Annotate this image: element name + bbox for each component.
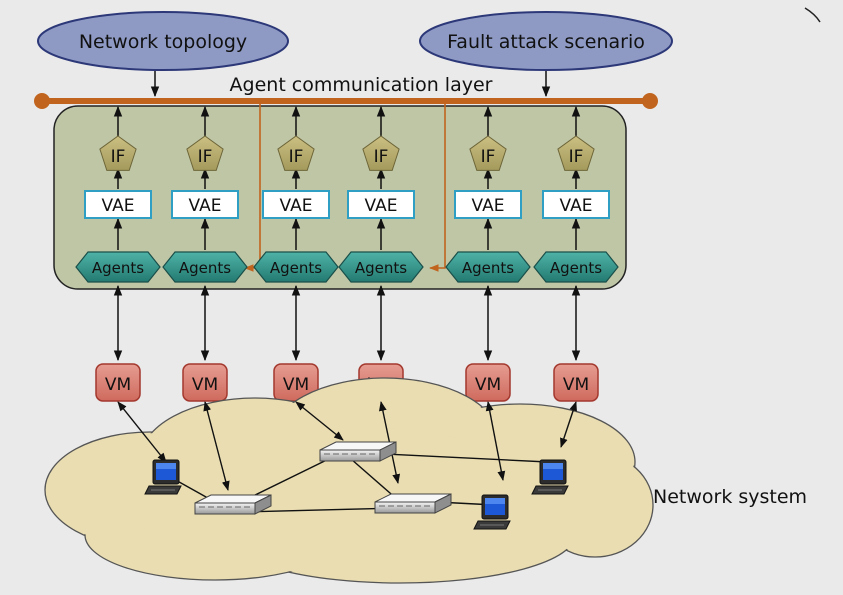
agents-label: Agents: [92, 259, 144, 277]
if-node-2: [186, 135, 224, 171]
fault-attack-scenario-label: Fault attack scenario: [447, 31, 645, 53]
vae-label: VAE: [560, 196, 593, 216]
vae-label: VAE: [365, 196, 398, 216]
computer: [531, 459, 569, 495]
if-label: IF: [569, 147, 584, 167]
vm-box-1: [95, 363, 141, 402]
agent-communication-bus: [34, 93, 658, 109]
vae-box-6: [542, 190, 610, 219]
vm-to-device-link: [117, 401, 167, 463]
network-switch: [319, 441, 397, 462]
network-topology-node: Network topology: [37, 11, 289, 71]
vm-box-6: [553, 363, 599, 402]
vm-label: VM: [192, 375, 218, 395]
agents-node-1: [75, 251, 161, 283]
agents-node-6: [533, 251, 619, 283]
if-node-3: [277, 135, 315, 171]
corner-mark: [804, 7, 821, 23]
network-system-label: Network system: [653, 486, 807, 508]
vm-to-device-link: [203, 401, 230, 491]
if-label: IF: [111, 147, 126, 167]
network-topology-label: Network topology: [79, 31, 247, 53]
bus-feedback-line-right: [429, 101, 446, 272]
agents-node-5: [445, 251, 531, 283]
if-label: IF: [481, 147, 496, 167]
vae-label: VAE: [102, 196, 135, 216]
vae-box-1: [84, 190, 152, 219]
agents-label: Agents: [550, 259, 602, 277]
if-node-1: [99, 135, 137, 171]
computer: [144, 459, 182, 495]
agents-label: Agents: [179, 259, 231, 277]
if-label: IF: [198, 147, 213, 167]
if-label: IF: [289, 147, 304, 167]
vae-label: VAE: [280, 196, 313, 216]
vm-label: VM: [563, 375, 589, 395]
if-node-4: [362, 135, 400, 171]
agents-label: Agents: [462, 259, 514, 277]
agents-node-2: [162, 251, 248, 283]
bus-left-terminal: [34, 93, 50, 109]
vm-label: VM: [105, 375, 131, 395]
vm-box-5: [465, 363, 511, 402]
vae-box-4: [347, 190, 415, 219]
vae-label: VAE: [189, 196, 222, 216]
vae-box-3: [262, 190, 330, 219]
network-switch: [194, 494, 272, 515]
vm-to-device-link: [485, 401, 506, 481]
bus-label: Agent communication layer: [230, 74, 493, 96]
agents-label: Agents: [355, 259, 407, 277]
vm-label: VM: [475, 375, 501, 395]
if-label: IF: [374, 147, 389, 167]
vae-box-2: [171, 190, 239, 219]
vm-to-device-link: [295, 401, 344, 441]
bus-right-terminal: [642, 93, 658, 109]
vm-label: VM: [283, 375, 309, 395]
agent-columns: IFVAEAgentsVMIFVAEAgentsVMIFVAEAgentsVMI…: [75, 105, 619, 402]
network-system: Network system: [44, 377, 807, 584]
if-node-6: [557, 135, 595, 171]
fault-attack-scenario-node: Fault attack scenario: [419, 11, 673, 71]
vae-label: VAE: [472, 196, 505, 216]
vae-box-5: [454, 190, 522, 219]
if-node-5: [469, 135, 507, 171]
agents-label: Agents: [270, 259, 322, 277]
network-switch: [374, 493, 452, 514]
vm-box-2: [182, 363, 228, 402]
vm-to-device-link: [560, 401, 577, 448]
computer: [473, 494, 511, 530]
agents-node-3: [253, 251, 339, 283]
agents-node-4: [338, 251, 424, 283]
network-link: [239, 507, 399, 513]
